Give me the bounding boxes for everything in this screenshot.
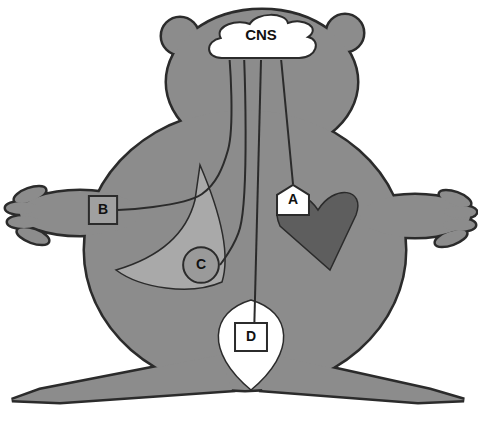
target-box: A — [276, 184, 310, 216]
body-fill — [6, 10, 476, 402]
region-label: CNS — [245, 27, 277, 44]
liver-organ — [116, 165, 225, 289]
callout-letter: D — [246, 329, 256, 344]
target-box: B — [88, 195, 118, 225]
nerve-line — [254, 60, 261, 322]
heart-organ — [277, 192, 358, 270]
nerve-line — [118, 60, 232, 210]
target-circle: C — [182, 246, 220, 284]
body-outline — [6, 10, 476, 402]
callout-letter: B — [98, 202, 108, 217]
target-box: D — [234, 322, 268, 352]
bladder-organ — [218, 300, 283, 390]
nerve-line — [220, 60, 246, 265]
cns-cloud: CNS — [205, 10, 317, 60]
callout-letter: C — [196, 257, 206, 272]
nerve-line — [281, 60, 293, 184]
callout-letter: A — [288, 192, 298, 207]
